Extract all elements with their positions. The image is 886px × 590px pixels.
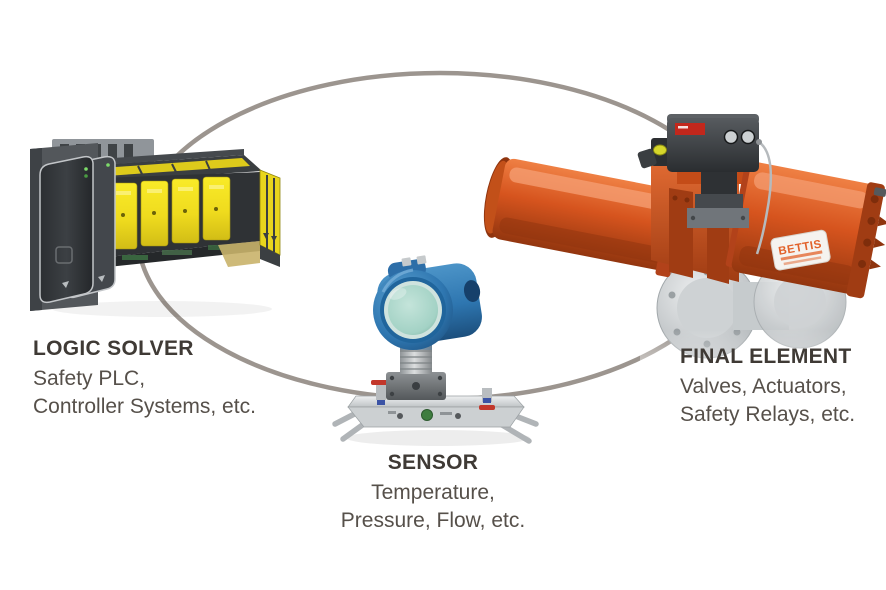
actuator-right-cylinder [725, 162, 886, 299]
transmitter-lens [388, 285, 438, 335]
logic-solver-image [30, 139, 281, 317]
final-element-title: FINAL ELEMENT [680, 345, 852, 368]
sensor-shadow [346, 430, 530, 446]
plc-io-rack [98, 149, 281, 267]
logic-solver-title: LOGIC SOLVER [33, 337, 194, 360]
bettis-label: BETTIS [770, 229, 831, 271]
sensor-label: SENSOR Temperature, Pressure, Flow, etc. [297, 450, 569, 535]
final-element-label: FINAL ELEMENT Valves, Actuators, Safety … [680, 344, 855, 429]
final-element-line-2: Safety Relays, etc. [680, 403, 856, 426]
plc-back-plate-edge [30, 148, 42, 311]
transmitter-head [373, 255, 482, 350]
sensor-image [332, 255, 539, 446]
final-element-line-1: Valves, Actuators, [680, 375, 847, 398]
sensor-title: SENSOR [387, 451, 479, 474]
sensor-line-1: Temperature, [371, 481, 495, 504]
manifold-body [347, 380, 525, 428]
plc-shadow [52, 301, 272, 317]
valve-positioner [637, 114, 772, 255]
final-element-image: BETTIS [483, 114, 886, 400]
logic-solver-line-1: Safety PLC, [33, 367, 146, 390]
logic-solver-label: LOGIC SOLVER Safety PLC, Controller Syst… [33, 336, 256, 421]
logic-solver-line-2: Controller Systems, etc. [33, 395, 256, 418]
sensor-flange-block [386, 372, 446, 400]
sensor-line-2: Pressure, Flow, etc. [340, 509, 526, 532]
plc-cpu-modules [39, 155, 116, 304]
